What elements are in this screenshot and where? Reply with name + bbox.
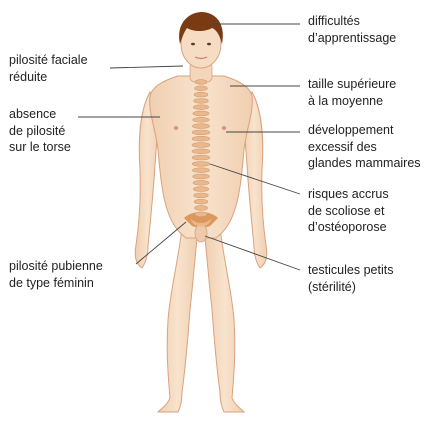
vertebra	[195, 212, 207, 217]
vertebra	[192, 124, 209, 129]
label-reduced-facial-hair: pilosité faciale réduite	[9, 52, 88, 85]
vertebra	[192, 155, 210, 160]
genitals	[195, 224, 207, 242]
vertebra	[192, 136, 210, 141]
vertebra	[193, 174, 210, 179]
vertebra	[194, 199, 208, 204]
label-learning-difficulties: difficultés d’apprentissage	[308, 13, 396, 46]
vertebra	[195, 80, 207, 85]
vertebra	[193, 180, 209, 185]
vertebra	[194, 99, 209, 104]
vertebra	[192, 162, 210, 167]
vertebra	[194, 92, 208, 97]
vertebra	[192, 168, 209, 173]
vertebra	[194, 193, 209, 198]
label-above-average-height: taille supérieure à la moyenne	[308, 76, 396, 109]
vertebra	[193, 111, 209, 116]
label-small-testicles: testicules petits (stérilité)	[308, 262, 393, 295]
label-breast-development: développement excessif des glandes mamma…	[308, 122, 421, 172]
right-leg	[205, 228, 244, 412]
vertebra	[192, 143, 210, 148]
leader-facial-hair	[110, 66, 183, 68]
label-female-pubic-hair: pilosité pubienne de type féminin	[9, 258, 103, 291]
vertebra	[193, 105, 208, 110]
label-scoliosis-osteoporosis: risques accrus de scoliose et d’ostéopor…	[308, 186, 389, 236]
label-no-chest-hair: absence de pilosité sur le torse	[9, 106, 71, 156]
right-nipple	[222, 126, 226, 130]
vertebra	[193, 117, 210, 122]
vertebra	[193, 187, 208, 192]
vertebra	[195, 206, 208, 211]
left-nipple	[174, 126, 178, 130]
left-eye	[191, 43, 195, 46]
left-leg	[158, 228, 197, 412]
vertebra	[195, 86, 208, 91]
right-eye	[207, 43, 211, 46]
vertebra	[192, 130, 210, 135]
vertebra	[192, 149, 210, 154]
